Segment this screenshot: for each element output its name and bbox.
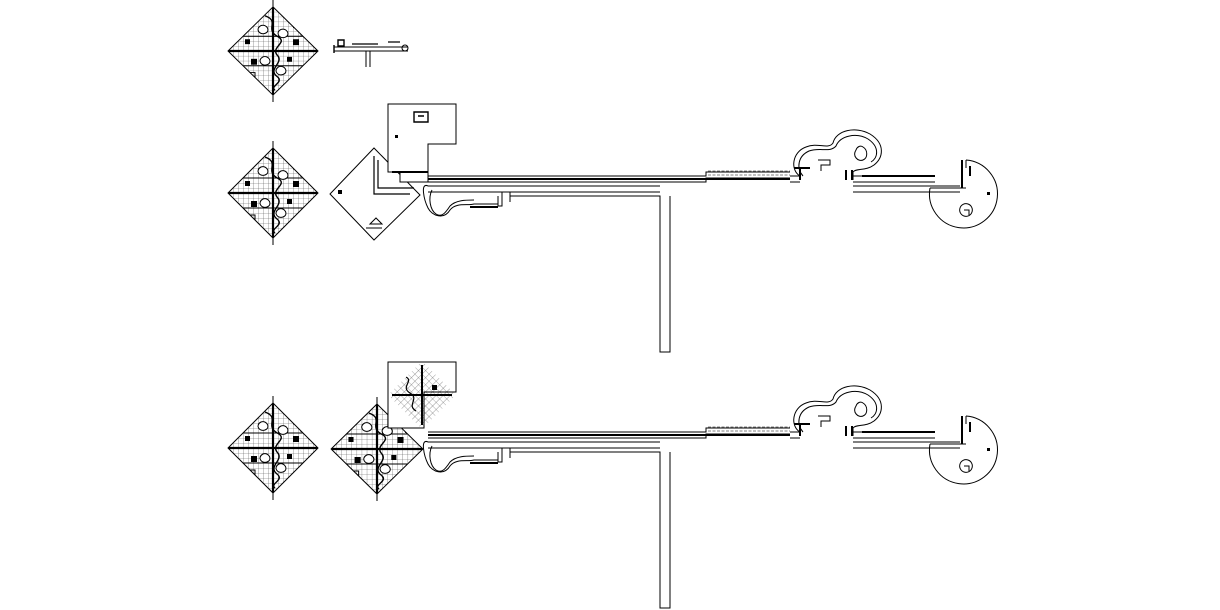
row-2-diamond-plan bbox=[329, 147, 421, 241]
row-1-site-plan-tile bbox=[223, 0, 323, 102]
row-1-key-plan bbox=[333, 39, 409, 67]
row-2-square-block-plan bbox=[387, 103, 457, 183]
row-3-long-corridor-plan bbox=[422, 384, 999, 609]
row-2-site-plan-tile bbox=[223, 141, 323, 245]
row-3-site-plan-tile-left bbox=[223, 396, 323, 500]
row-2-long-corridor-plan bbox=[422, 128, 999, 353]
